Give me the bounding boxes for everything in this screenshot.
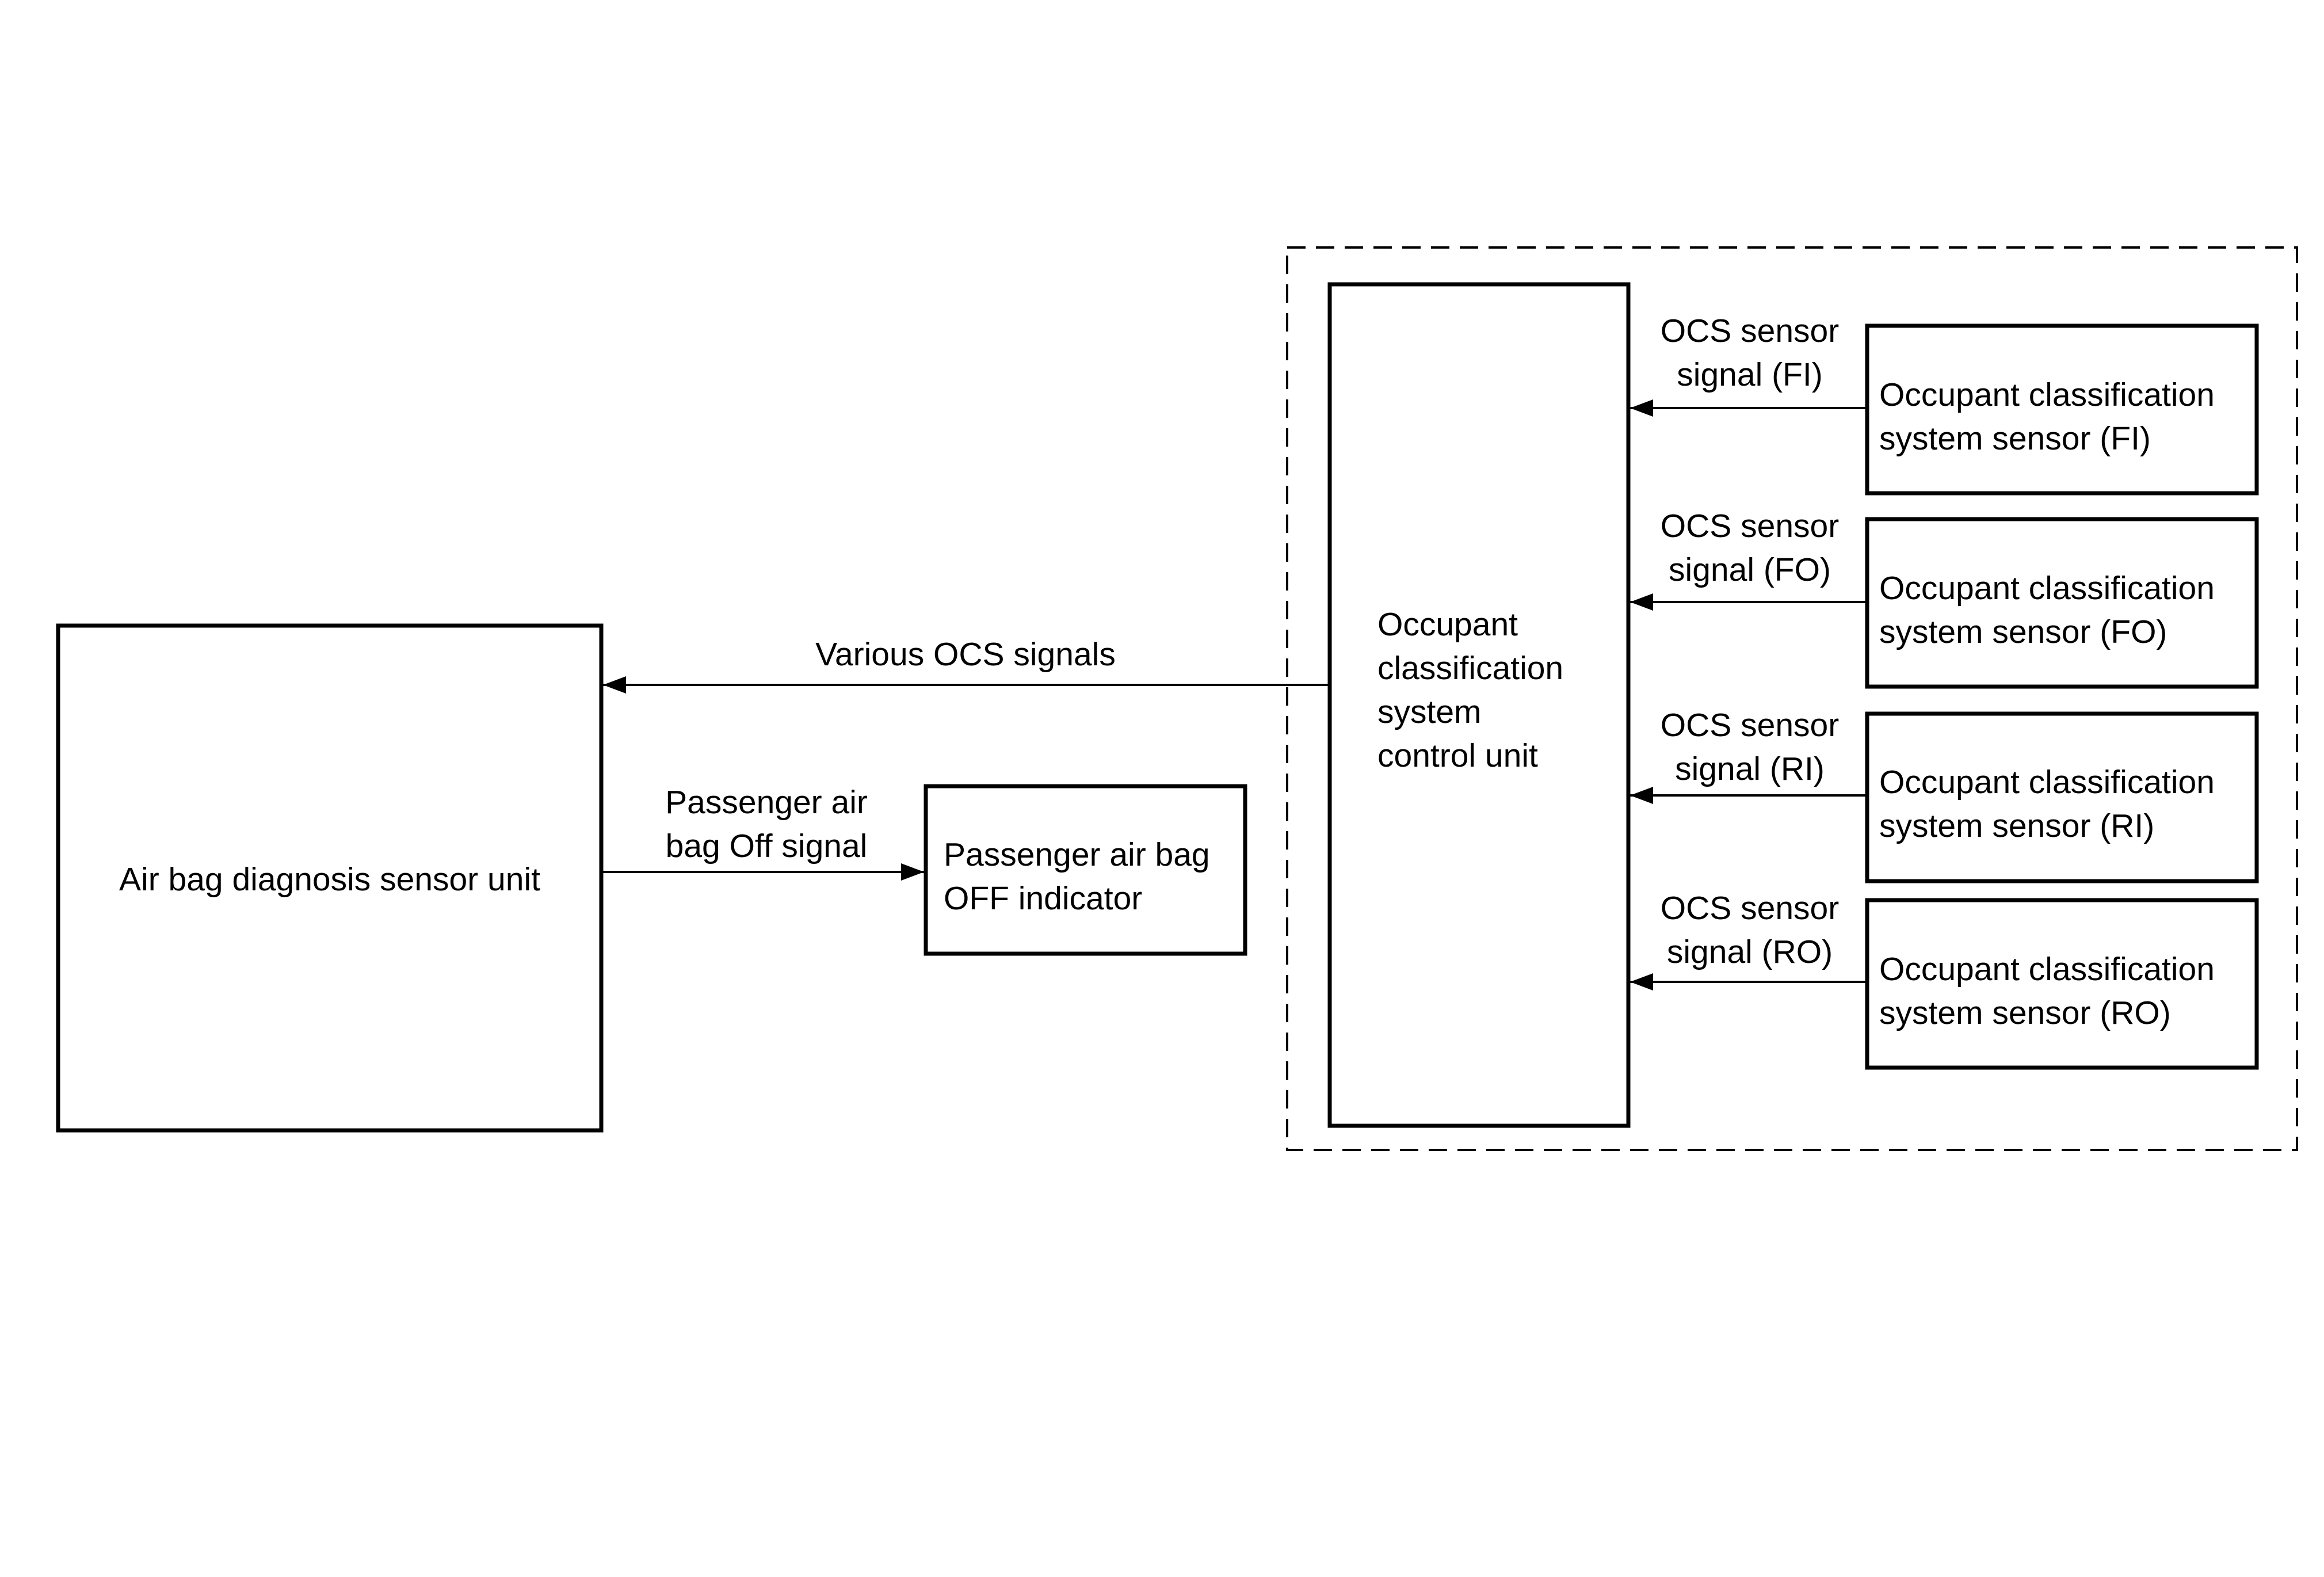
ocs-control-unit: Occupant classification system control u… [1327,282,1631,1128]
ocs-sensor-fi-label-line-1: Occupant classification [1879,376,2215,413]
ocs-sensor-signal-fo-label-line-1: OCS sensor [1661,508,1839,544]
ocs-sensor-fi-label-line-2: system sensor (FI) [1879,420,2151,457]
ocs-subsystem-boundary [1286,246,2298,1151]
ocs-sensor-signal-fi-connector: OCS sensor signal (FI) [1630,313,1867,417]
indicator-label-line-1: Passenger air bag [944,836,1210,873]
ocs-sensor-ro-label-line-1: Occupant classification [1879,951,2215,988]
indicator-label-line-2: OFF indicator [944,880,1142,917]
passenger-air-bag-off-signal-label-line-2: bag Off signal [666,828,868,864]
passenger-air-bag-off-signal-connector: Passenger air bag Off signal [601,784,924,881]
ocs-sensor-signal-fi-label-line-1: OCS sensor [1661,313,1839,349]
ocs-sensor-fo-label-line-1: Occupant classification [1879,570,2215,607]
ocs-control-unit-label-line-1: Occupant [1377,606,1518,643]
various-ocs-signals-label: Various OCS signals [815,636,1116,673]
air-bag-diagnosis-sensor-unit-label: Air bag diagnosis sensor unit [119,861,540,898]
ocs-sensor-signal-ro-label-line-1: OCS sensor [1661,890,1839,927]
ocs-sensor-signal-fo-label-line-2: signal (FO) [1669,551,1831,588]
ocs-sensor-ri-label-line-1: Occupant classification [1879,764,2215,801]
various-ocs-signals-connector: Various OCS signals [603,636,1330,694]
ocs-sensor-fo: Occupant classification system sensor (F… [1865,517,2259,689]
ocs-sensor-ro: Occupant classification system sensor (R… [1865,898,2259,1070]
ocs-sensor-ri-label-line-2: system sensor (RI) [1879,807,2154,844]
passenger-air-bag-off-indicator: Passenger air bag OFF indicator [924,784,1247,956]
ocs-sensor-signal-ro-connector: OCS sensor signal (RO) [1630,890,1867,991]
ocs-control-unit-label-line-4: control unit [1377,737,1538,774]
air-bag-diagnosis-sensor-unit: Air bag diagnosis sensor unit [56,623,604,1133]
ocs-sensor-signal-ro-label-line-2: signal (RO) [1667,934,1833,970]
ocs-sensor-signal-fi-label-line-2: signal (FI) [1677,356,1822,393]
ocs-control-unit-label-line-2: classification [1377,650,1563,687]
ocs-sensor-fo-label-line-2: system sensor (FO) [1879,614,2167,650]
passenger-air-bag-off-signal-label-line-1: Passenger air [665,784,868,821]
ocs-sensor-signal-ri-connector: OCS sensor signal (RI) [1630,707,1867,804]
ocs-sensor-fi: Occupant classification system sensor (F… [1865,323,2259,496]
ocs-sensor-ro-label-line-2: system sensor (RO) [1879,995,2171,1031]
ocs-sensor-signal-ri-label-line-2: signal (RI) [1675,751,1825,787]
ocs-sensor-signal-fo-connector: OCS sensor signal (FO) [1630,508,1867,611]
ocs-sensor-ri: Occupant classification system sensor (R… [1865,711,2259,883]
ocs-control-unit-label-line-3: system [1377,694,1482,730]
ocs-sensor-signal-ri-label-line-1: OCS sensor [1661,707,1839,744]
